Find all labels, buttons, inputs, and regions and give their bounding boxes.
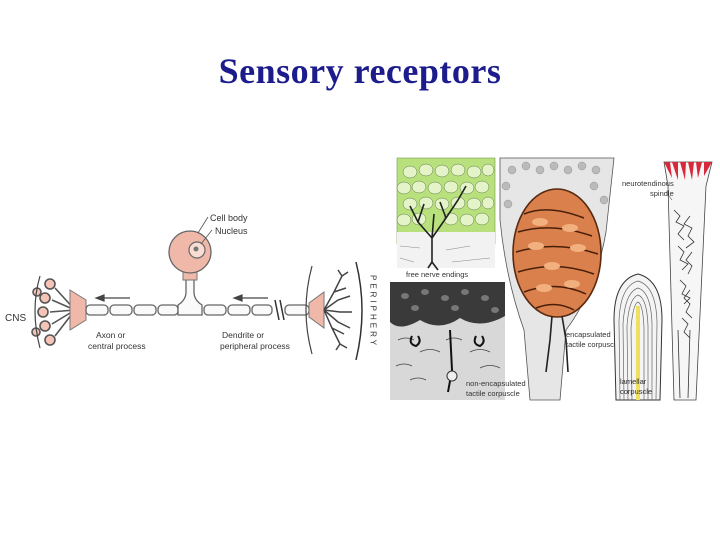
free-nerve-endings-panel: free nerve endings: [396, 157, 496, 279]
cns-terminal-cone: [69, 289, 87, 331]
axon: [85, 304, 179, 316]
cns-terminals: [31, 278, 76, 346]
lamellar-label-line2: corpuscle: [620, 387, 652, 396]
lamellar-panel: lamellar corpuscle: [613, 273, 663, 401]
periphery-boundary-arc: [355, 261, 363, 361]
free-nerve-endings-label: free nerve endings: [406, 270, 468, 279]
periphery-label: PERIPHERY: [369, 275, 378, 348]
neurotendinous-label-line2: spindle: [650, 189, 674, 198]
encapsulated-label-line1: encapsulated: [566, 330, 611, 339]
neuron-diagram: Cell body Nucleus CNS Axon or central pr…: [5, 213, 378, 361]
nucleus-label: Nucleus: [215, 226, 248, 236]
break-mark: [274, 299, 280, 321]
axon-label-line1: Axon or: [96, 330, 125, 340]
encapsulated-label-line2: tactile corpuscle: [566, 340, 620, 349]
dendrite-label-line1: Dendrite or: [222, 330, 264, 340]
neurotendinous-label-line1: neurotendinous: [622, 179, 674, 188]
direction-arrows: [94, 294, 268, 302]
encapsulated-panel: encapsulated tactile corpuscle: [499, 157, 620, 401]
neurotendinous-panel: neurotendinous spindle: [622, 161, 713, 401]
dendrite-label-line2: peripheral process: [220, 341, 290, 351]
non-encapsulated-label-line2: tactile corpuscle: [466, 389, 520, 398]
lamellar-label-line1: lamellar: [620, 377, 647, 386]
cns-boundary-arc: [34, 275, 41, 349]
peripheral-terminal-cone: [308, 291, 325, 329]
peripheral-branches: [323, 269, 352, 351]
dendrite: [203, 304, 310, 316]
axon-label-line2: central process: [88, 341, 146, 351]
cell-body-label: Cell body: [210, 213, 248, 223]
cns-label: CNS: [5, 313, 26, 324]
non-encapsulated-panel: non-encapsulated tactile corpuscle: [390, 282, 526, 400]
periphery-inner-arc: [305, 265, 313, 355]
slide-title: Sensory receptors: [218, 51, 502, 91]
non-encapsulated-label-line1: non-encapsulated: [466, 379, 526, 388]
receptor-panels: free nerve endings non-encapsulated tact…: [387, 157, 713, 403]
t-junction: [177, 277, 203, 316]
